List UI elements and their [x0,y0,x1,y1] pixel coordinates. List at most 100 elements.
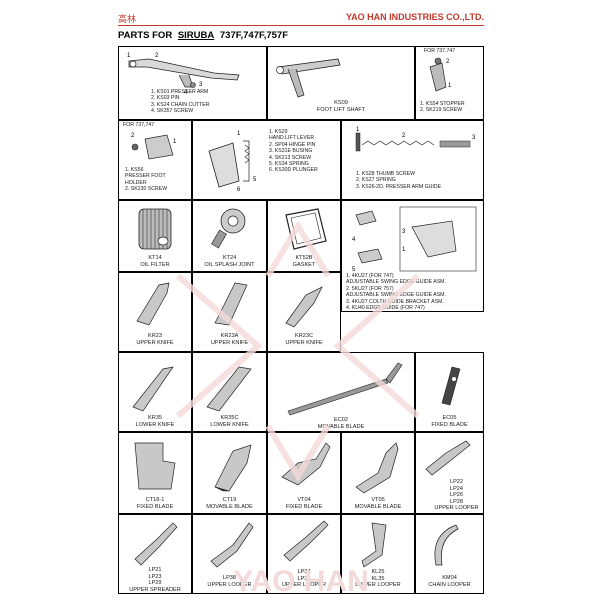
cell-hand-lift-lever: 1 5 6 1. KS29 HAND LIFT LEVER 2. SP04 HING… [192,120,341,200]
svg-text:2: 2 [402,133,406,139]
kr35-knife-drawing [132,366,174,412]
presser-foot-holder-drawing: 21 [131,133,177,160]
stopper-drawing: 21 [429,57,452,92]
lp21-label: LP21 LP23 LP29 UPPER SPREADER [129,567,181,593]
ct18-label: CT18-1 FIXED BLADE [136,497,174,510]
kl25-label: KL25 KL35 LOWER LOOPER [355,569,401,588]
stopper-parts-list: 1. KS54 STOPPER 2. SK219 SCREW [420,101,465,114]
svg-text:4: 4 [352,237,356,243]
cell-ct19: CT19 MOVABLE BLADE [192,432,267,514]
cell-ec05: EC05 FIXED BLADE [415,352,484,432]
oil-splash-joint-drawing [211,208,246,249]
ec02-label: EC02 MOVABLE BLADE [317,417,365,430]
ct18-blade-drawing [134,442,176,490]
edge-guide-drawing: 4 5 1 3 [352,206,477,273]
ec05-label: EC05 FIXED BLADE [431,415,468,428]
hand-lift-parts-list: 1. KS29 HAND LIFT LEVER 2. SP04 HINGE PI… [269,129,318,174]
svg-text:1: 1 [356,127,360,133]
lp22-label: LP22 LP24 LP26 LP28 UPPER LOOPER [434,479,479,511]
parts-catalog-page: 高林 YAO HAN INDUSTRIES CO.,LTD. PARTS FOR… [118,8,484,594]
foot-lift-shaft-drawing [276,58,341,98]
svg-text:2: 2 [155,53,159,59]
cell-presser-arm: 2 3 4 1 1. KS01 PRESSER ARM 2. KS03 PIN 3. … [118,46,267,120]
kr35-label: KR35 LOWER KNIFE [135,415,175,428]
page-title: PARTS FOR SIRUBA 737F,747F,757F [118,30,288,41]
presser-arm-parts-list: 1. KS01 PRESSER ARM 2. KS03 PIN 3. KS24 … [151,89,210,115]
svg-text:4: 4 [184,90,188,96]
edge-guide-parts-list: 1. 4KU27 (FOR 747) ADJUSTABLE SWING EDGE… [346,273,446,312]
cell-ec02: EC02 MOVABLE BLADE [267,352,415,432]
cell-kr23c: KR23C UPPER KNIFE [267,272,341,352]
kr23c-knife-drawing [285,286,323,328]
presser-arm-drawing: 2 3 4 1 [127,53,240,96]
vt04-label: VT04 FIXED BLADE [285,497,323,510]
oil-filter-drawing [138,208,172,250]
brand-name: SIRUBA [177,30,215,41]
kr35c-label: KR35C LOWER KNIFE [210,415,249,428]
parts-for-label: PARTS FOR [118,30,173,41]
cell-foot-lift-shaft: KS09 FOOT LIFT SHAFT [267,46,415,120]
gasket-label: KT52B GASKET [292,255,316,268]
kr23c-label: KR23C UPPER KNIFE [285,333,323,346]
oil-splash-joint-label: KT24 OIL SPLASH JOINT [204,255,255,268]
header-rule [118,25,484,26]
oil-filter-label: KT14 OIL FILTER [140,255,170,268]
svg-text:3: 3 [402,229,406,235]
svg-text:1: 1 [173,139,177,145]
cell-ct18: CT18-1 FIXED BLADE [118,432,192,514]
presser-foot-parts-list: 1. KS56 PRESSER FOOT HOLDER 2. SK230 SCR… [125,167,168,193]
cell-lp22: LP22 LP24 LP26 LP28 UPPER LOOPER [415,432,484,514]
hand-lift-lever-drawing: 1 5 6 [208,131,257,193]
cell-kr23: KR23 UPPER KNIFE [118,272,192,352]
cell-oil-splash-joint: KT24 OIL SPLASH JOINT [192,200,267,272]
svg-text:1: 1 [448,83,452,89]
cell-kr35: KR35 LOWER KNIFE [118,352,192,432]
ct19-label: CT19 MOVABLE BLADE [206,497,253,510]
svg-text:5: 5 [253,177,257,183]
svg-text:1: 1 [402,247,406,253]
cell-vt04: VT04 FIXED BLADE [267,432,341,514]
lp22-looper-drawing [425,440,471,476]
ec05-blade-drawing [441,366,461,406]
km04-label: KM04 CHAIN LOOPER [428,575,471,588]
vt05-blade-drawing [355,442,399,494]
svg-text:5: 5 [352,267,356,273]
lp34-looper-drawing [283,520,329,562]
svg-text:3: 3 [199,82,203,88]
cell-kr23a: KR23A UPPER KNIFE [192,272,267,352]
svg-text:1: 1 [127,53,131,59]
lp38-looper-drawing [210,522,254,568]
cell-km04: KM04 CHAIN LOOPER [415,514,484,594]
ct19-blade-drawing [214,444,252,492]
cell-lp34: LP34 LP36 UPPER LOOPER [267,514,341,594]
lp21-spreader-drawing [134,522,178,566]
cell-oil-filter: KT14 OIL FILTER [118,200,192,272]
lp38-label: LP38 UPPER LOOPER [207,575,252,588]
kl25-looper-drawing [361,522,387,568]
svg-text:1: 1 [237,131,241,137]
thumb-screw-parts-list: 1. KS28 THUMB SCREW 2. KS27 SPRING 3. KS… [356,171,442,190]
svg-text:3: 3 [472,135,476,141]
km04-looper-drawing [434,524,459,566]
company-name: YAO HAN INDUSTRIES CO.,LTD. [345,12,484,22]
kr23-knife-drawing [136,282,170,326]
lp34-label: LP34 LP36 UPPER LOOPER [281,569,327,588]
foot-lift-shaft-label: KS09 FOOT LIFT SHAFT [316,100,366,113]
kr23a-label: KR23A UPPER KNIFE [210,333,249,346]
svg-text:6: 6 [237,187,241,193]
cell-edge-guide: 4 5 1 3 1. 4KU27 (FOR 747) ADJUSTABLE SWING… [341,200,484,312]
kr23-label: KR23 UPPER KNIFE [136,333,174,346]
model-list: 737F,747F,757F [219,30,289,41]
cell-lp21: LP21 LP23 LP29 UPPER SPREADER [118,514,192,594]
cell-vt05: VT05 MOVABLE BLADE [341,432,415,514]
svg-text:2: 2 [131,133,135,139]
vt05-label: VT05 MOVABLE BLADE [354,497,402,510]
chinese-title: 高林 [118,14,137,24]
cell-kl25: KL25 KL35 LOWER LOOPER [341,514,415,594]
stopper-note: FOR 737,747 [424,48,456,54]
cell-kr35c: KR35C LOWER KNIFE [192,352,267,432]
presser-foot-note: FOR 737,747 [123,122,155,128]
parts-grid: 2 3 4 1 1. KS01 PRESSER ARM 2. KS03 PIN 3. … [118,46,484,594]
